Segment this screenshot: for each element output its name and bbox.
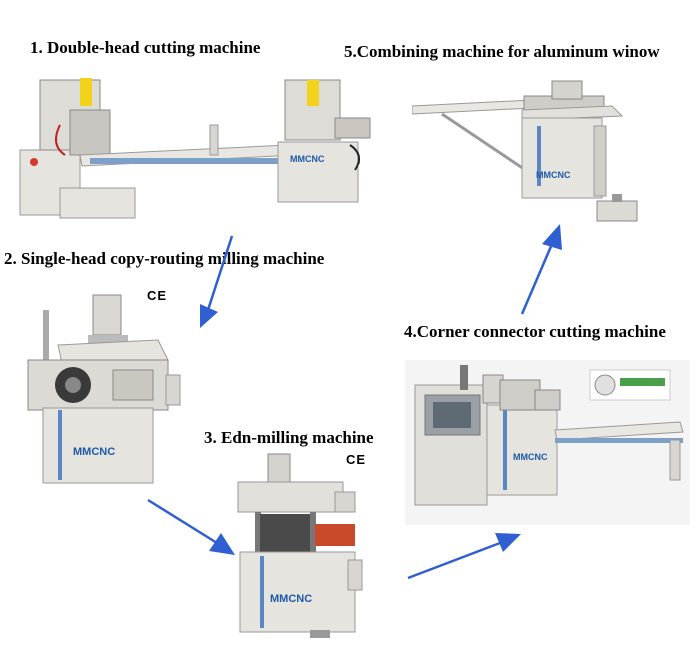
- arrow-2-to-3: [147, 498, 235, 555]
- label-end-milling: 3. Edn-milling machine: [204, 428, 374, 447]
- label-copy-routing-milling: 2. Single-head copy-routing milling mach…: [4, 249, 325, 268]
- combining-machine-image: MMCNC: [412, 80, 638, 222]
- brand-logo-2: MMCNC: [73, 446, 115, 458]
- ce-mark-2: CE: [346, 452, 367, 467]
- label-double-head-cutting: 1. Double-head cutting machine: [30, 38, 261, 57]
- brand-logo-3: MMCNC: [270, 593, 312, 605]
- copy-routing-milling-machine-image: MMCNC: [27, 294, 181, 484]
- double-head-cutting-machine-image: MMCNC: [19, 78, 371, 219]
- corner-connector-cutting-machine-image: MMCNC: [405, 360, 690, 525]
- end-milling-machine-image: MMCNC: [237, 453, 363, 638]
- label-corner-connector-cutting: 4.Corner connector cutting machine: [404, 322, 666, 341]
- label-combining-machine: 5.Combining machine for aluminum winow: [344, 42, 660, 61]
- brand-logo-1: MMCNC: [290, 154, 325, 164]
- arrow-4-to-5: [520, 224, 562, 315]
- brand-logo-4: MMCNC: [513, 452, 548, 462]
- brand-logo-5: MMCNC: [536, 170, 571, 180]
- arrow-1-to-2: [200, 235, 234, 328]
- ce-mark-1: CE: [147, 288, 168, 303]
- arrow-3-to-4: [407, 533, 521, 580]
